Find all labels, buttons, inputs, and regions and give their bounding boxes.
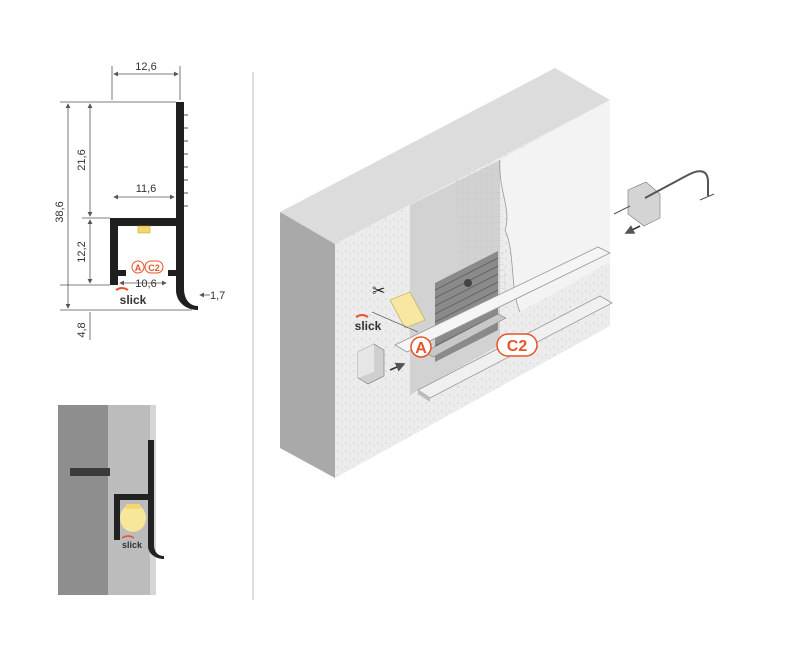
- end-cap: [357, 343, 385, 385]
- mounting-bracket: [613, 170, 715, 227]
- installed-section-view: slick: [58, 405, 164, 595]
- profile-cross-section: 12,6 11,6 10,6 38,6 21,6 12,2 4,8 1,7 A …: [54, 61, 225, 340]
- scissors-icon: ✂: [372, 283, 385, 300]
- callout-c2-small: C2: [148, 263, 160, 273]
- brand-logo-small: slick: [120, 293, 147, 307]
- diffuser-strip: [394, 246, 611, 353]
- dim-upper-height: 21,6: [76, 149, 88, 170]
- dim-top-width: 12,6: [135, 61, 156, 73]
- callout-c2: C2: [507, 338, 528, 355]
- aluminium-profile: [110, 102, 198, 310]
- brand-logo-wall: slick: [355, 319, 382, 333]
- dim-inner-width: 11,6: [136, 183, 157, 195]
- dim-channel-width: 10,6: [135, 278, 156, 290]
- isometric-wall: ✂ slick A C2: [280, 68, 715, 478]
- arrow-bracket-icon: [624, 225, 641, 234]
- dim-total-height: 38,6: [54, 201, 66, 222]
- brand-logo-photo: slick: [122, 540, 143, 550]
- led-strip: [137, 225, 151, 234]
- dim-base-height: 4,8: [76, 322, 88, 337]
- callout-a-small: A: [135, 263, 142, 273]
- dim-channel-height: 12,2: [76, 241, 88, 262]
- callout-a: A: [415, 340, 427, 357]
- arrow-left-icon: [389, 362, 406, 372]
- dim-lip-thickness: 1,7: [210, 290, 225, 302]
